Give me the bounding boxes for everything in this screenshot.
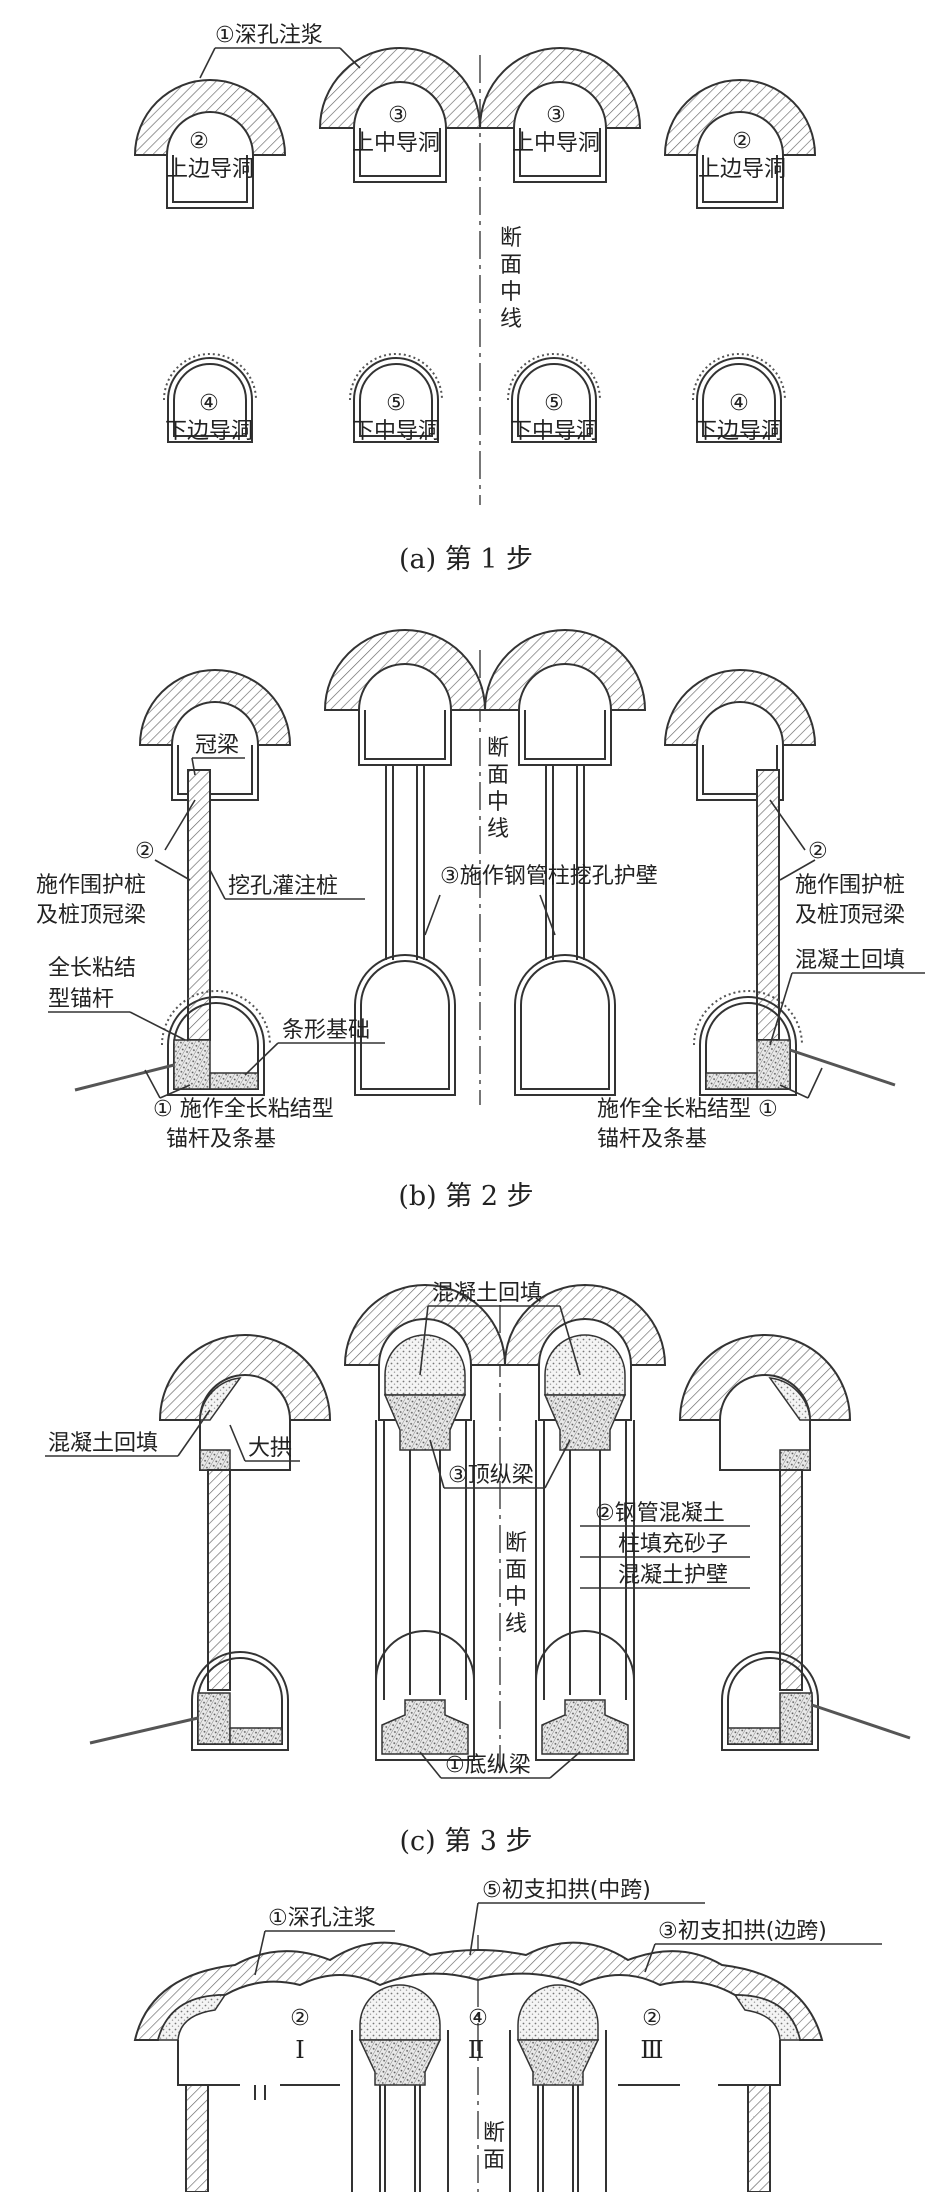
- cfst-line2: 柱填充砂子: [618, 1532, 728, 1557]
- cfst-line1: ②钢管混凝土: [595, 1501, 725, 1526]
- strip-foundation-label: 条形基础: [282, 1018, 370, 1043]
- grouting-label-a: ①深孔注浆: [215, 23, 323, 48]
- centerline-char: 断: [505, 1531, 527, 1556]
- anchor-line1: 全长粘结: [48, 956, 136, 981]
- region-num: Ⅱ: [468, 2036, 484, 2064]
- centerline-char: 中: [500, 280, 522, 305]
- drift-num: ③: [546, 103, 566, 128]
- centerline-char: 断: [487, 736, 509, 761]
- centerline-char: 中: [505, 1585, 527, 1610]
- centerline-label-b: 断 面 中 线: [487, 736, 509, 842]
- step1-right-line2: 锚杆及条基: [597, 1127, 707, 1152]
- right-anchor: [789, 1048, 896, 1087]
- region-num: Ⅲ: [640, 2036, 663, 2064]
- steel-pipe-label: ③施作钢管柱挖孔护壁: [440, 864, 658, 889]
- drift-num: ⑤: [386, 391, 406, 416]
- side-span-label: ③初支扣拱(边跨): [658, 1919, 827, 1944]
- centerline-char: 线: [500, 307, 522, 332]
- right-upper-drift-b: [663, 669, 817, 801]
- centerline-char: 中: [487, 790, 509, 815]
- centerline-char: 面: [487, 763, 509, 788]
- drift-name: 下中导洞: [352, 419, 440, 444]
- lower-side-left-drift: [163, 353, 257, 443]
- step-num: ②: [642, 2006, 662, 2031]
- step1-left-line2: 锚杆及条基: [166, 1127, 276, 1152]
- crown-beam-label: 冠梁: [195, 733, 239, 758]
- pile-right-num: ②: [808, 839, 828, 864]
- panel-a: ①深孔注浆 ② 上边导洞 ③ 上中导洞 ③ 上中导洞 ② 上边导洞 ④ 下边导洞…: [133, 23, 817, 575]
- centerline-char: 线: [487, 817, 509, 842]
- drift-num: ②: [732, 129, 752, 154]
- left-upper-drift-b: [138, 669, 292, 801]
- region-num: Ⅰ: [295, 2036, 304, 2064]
- centerline-char: 面: [505, 1558, 527, 1583]
- drift-name: 下边导洞: [695, 419, 783, 444]
- left-lower-drift-b: [161, 990, 271, 1096]
- centerline-label-a: 断 面 中 线: [500, 226, 522, 332]
- pile-left-line2: 及桩顶冠梁: [36, 903, 146, 928]
- panel-b: 冠梁 ② 施作围护桩 及桩顶冠梁 挖孔灌注桩 ③施作钢管柱挖孔护壁 ② 施作围护…: [36, 629, 925, 1212]
- caption-a: (a) 第 1 步: [399, 544, 533, 575]
- drift-num: ②: [189, 129, 209, 154]
- cfst-line3: 混凝土护壁: [618, 1563, 728, 1588]
- bottom-beam-label: ①底纵梁: [445, 1753, 531, 1778]
- centerline-label-c: 断 面 中 线: [505, 1531, 527, 1637]
- centerline-char: 线: [505, 1612, 527, 1637]
- step1-right-line1: 施作全长粘结型 ①: [597, 1097, 778, 1122]
- backfill-top-label: 混凝土回填: [432, 1281, 542, 1306]
- pile-left-line1: 施作围护桩: [36, 873, 146, 898]
- centerline-char: 断: [483, 2121, 505, 2146]
- pile-right-line1: 施作围护桩: [795, 873, 905, 898]
- backfill-left-label: 混凝土回填: [48, 1431, 158, 1456]
- top-beam-label: ③顶纵梁: [448, 1463, 534, 1488]
- grouting-label-d: ①深孔注浆: [268, 1906, 376, 1931]
- centerline-char: 面: [500, 253, 522, 278]
- step-num: ②: [290, 2006, 310, 2031]
- panel-c: 混凝土回填 混凝土回填 大拱 ③顶纵梁 ②钢管混凝土 柱填充砂子 混凝土护壁 ①…: [45, 1281, 911, 1857]
- right-lower-drift-b: [693, 990, 803, 1096]
- mid-left-c: [343, 1284, 507, 1761]
- mid-left-structure-b: [323, 629, 487, 1096]
- step-num: ④: [468, 2006, 488, 2031]
- pile-right-line2: 及桩顶冠梁: [795, 903, 905, 928]
- drift-name: 上中导洞: [352, 131, 440, 156]
- upper-mid-right-drift: [478, 47, 642, 183]
- big-arch-label: 大拱: [248, 1436, 292, 1461]
- centerline-char: 断: [500, 226, 522, 251]
- backfill-label-b: 混凝土回填: [795, 948, 905, 973]
- anchor-line2: 型锚杆: [48, 987, 114, 1012]
- mid-right-c: [503, 1284, 667, 1761]
- drift-num: ④: [729, 391, 749, 416]
- left-anchor: [74, 1063, 175, 1092]
- drift-name: 下中导洞: [510, 419, 598, 444]
- step1-left-line1: ① 施作全长粘结型: [153, 1097, 334, 1122]
- mid-right-structure-b: [483, 629, 647, 1096]
- lower-mid-right-drift: [507, 353, 601, 443]
- upper-side-left-drift: [133, 79, 287, 209]
- mid-span-label: ⑤初支扣拱(中跨): [482, 1878, 651, 1903]
- caption-b: (b) 第 2 步: [398, 1181, 533, 1212]
- lower-side-right-drift: [692, 353, 786, 443]
- caption-c: (c) 第 3 步: [399, 1826, 532, 1857]
- panel-d: ①深孔注浆 ⑤初支扣拱(中跨) ③初支扣拱(边跨) ② ④ ② Ⅰ Ⅱ Ⅲ 断 …: [133, 1878, 882, 2192]
- pile-left-num: ②: [135, 839, 155, 864]
- drift-name: 上边导洞: [698, 157, 786, 182]
- left-side-c: [89, 1334, 332, 1751]
- drift-name: 上边导洞: [166, 157, 254, 182]
- upper-side-right-drift: [663, 79, 817, 209]
- centerline-char: 面: [483, 2148, 505, 2173]
- drift-name: 下边导洞: [165, 419, 253, 444]
- lower-mid-left-drift: [349, 353, 443, 443]
- drift-num: ③: [388, 103, 408, 128]
- centerline-label-d: 断 面: [483, 2121, 505, 2173]
- bored-pile-label: 挖孔灌注桩: [228, 874, 338, 899]
- right-side-c: [678, 1334, 911, 1751]
- drift-num: ⑤: [544, 391, 564, 416]
- drift-name: 上中导洞: [512, 131, 600, 156]
- drift-num: ④: [199, 391, 219, 416]
